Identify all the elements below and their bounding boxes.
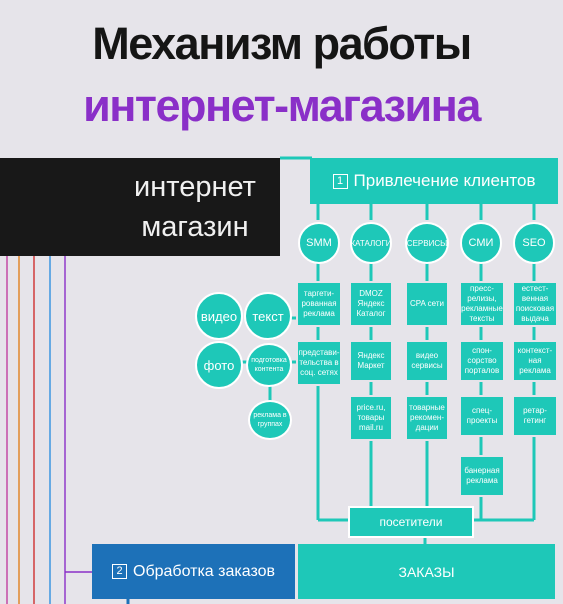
channel-smm: SMM <box>298 222 340 264</box>
shop-block: интернет магазин <box>0 158 280 256</box>
service-item-cpa: CPA сети <box>405 281 449 327</box>
seo-item-context: контекст-ная реклама <box>512 340 558 382</box>
title-line-2: интернет-магазина <box>83 80 481 131</box>
content-prep: подготовка контента <box>246 343 292 387</box>
catalog-item-dmoz: DMOZ Яндекс Каталог <box>349 281 393 327</box>
title-line-1: Механизм работы <box>92 18 472 69</box>
channel-catalogs: КАТАЛОГИ <box>350 222 392 264</box>
shop-label-line-2: магазин <box>141 211 249 243</box>
catalog-item-price: price.ru, товары mail.ru <box>349 395 393 441</box>
channel-media: СМИ <box>460 222 502 264</box>
seo-item-organic: естест-венная поисковая выдача <box>512 281 558 327</box>
orders-box: ЗАКАЗЫ <box>298 544 555 599</box>
content-video: видео <box>195 292 243 340</box>
channel-seo: SEO <box>513 222 555 264</box>
attraction-header: 1 Привлечение клиентов <box>310 158 558 204</box>
shop-label-line-1: интернет <box>134 171 256 203</box>
service-item-video: видео сервисы <box>405 340 449 382</box>
content-text: текст <box>244 292 292 340</box>
catalog-item-market: Яндекс Маркет <box>349 340 393 382</box>
media-item-press: пресс-релизы, рекламные тексты <box>459 281 505 327</box>
attraction-label: Привлечение клиентов <box>353 171 536 190</box>
media-item-special: спец-проекты <box>459 395 505 437</box>
smm-item-social: представи-тельства в соц. сетях <box>296 340 342 386</box>
smm-item-targeted: таргети-рованная реклама <box>296 281 342 327</box>
content-photo: фото <box>195 341 243 389</box>
attraction-number: 1 <box>332 173 348 189</box>
seo-item-retargeting: ретар-гетинг <box>512 395 558 437</box>
content-groups: реклама в группах <box>248 400 292 440</box>
visitors-box: посетители <box>348 506 474 538</box>
media-item-banner: банерная реклама <box>459 455 505 497</box>
service-item-recs: товарные рекомен-дации <box>405 395 449 441</box>
orders-label: Обработка заказов <box>133 562 275 580</box>
orders-processing-box: 2 Обработка заказов <box>92 544 295 599</box>
media-item-sponsor: спон-сорство порталов <box>459 340 505 382</box>
orders-number: 2 <box>112 564 127 579</box>
channel-services: СЕРВИСЫ <box>405 222 449 264</box>
